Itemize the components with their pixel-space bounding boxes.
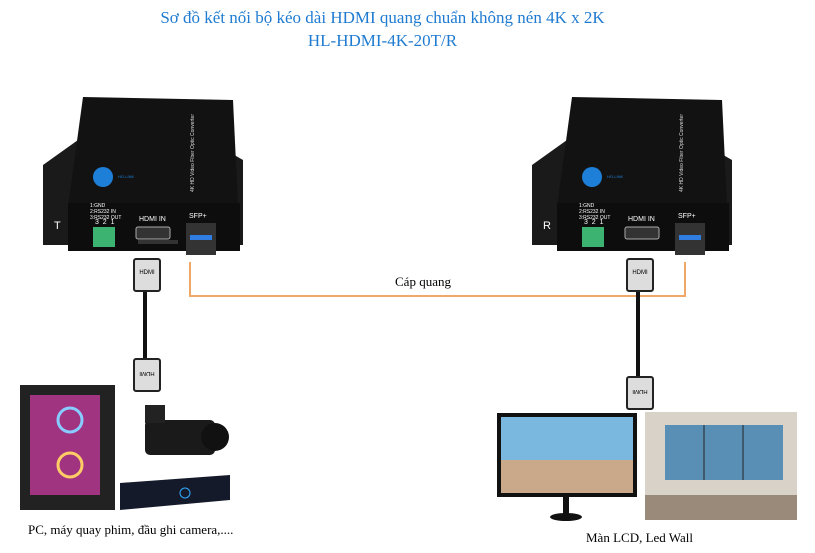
source-caption: PC, máy quay phim, đầu ghi camera,.... — [28, 522, 234, 537]
dvr-recorder-icon — [120, 475, 230, 510]
fiber-cable — [189, 262, 686, 297]
brand-logo-text: HO-LINK — [118, 174, 135, 179]
side-label: T — [54, 220, 61, 232]
display-devices-image — [497, 412, 797, 521]
device-top-text: 4K HD Video Fiber Optic Converter — [190, 114, 196, 192]
lcd-monitor-icon — [497, 413, 637, 521]
pin-labels: 1:GND 2:RS232 IN 3:RS232 OUT — [90, 203, 122, 221]
hdmi-plug-icon: HDMI — [626, 376, 654, 410]
sfp-port: SFP+ — [678, 213, 696, 220]
hdmi-plug-label: HDMI — [139, 270, 155, 276]
pin-numbers: 3 2 1 — [95, 219, 115, 226]
display-caption: Màn LCD, Led Wall — [586, 530, 694, 545]
hdmi-plug-icon: HDMI — [133, 258, 161, 292]
device-top-text: 4K HD Video Fiber Optic Converter — [679, 114, 685, 192]
hdmi-in-port: HDMI IN — [139, 216, 166, 223]
hdmi-plug-label: HDMI — [632, 388, 648, 394]
diagram-title: Sơ đồ kết nối bộ kéo dài HDMI quang chuẩ… — [160, 8, 605, 27]
pin-numbers: 3 2 1 — [584, 219, 604, 226]
transmitter-device: 4K HD Video Fiber Optic Converter T 1:GN… — [38, 95, 248, 255]
pc-case-icon — [20, 385, 115, 510]
receiver-device: 4K HD Video Fiber Optic Converter R 1:GN… — [527, 95, 737, 255]
source-devices-image — [20, 385, 230, 510]
model-title: HL-HDMI-4K-20T/R — [307, 31, 458, 50]
sfp-port: SFP+ — [189, 213, 207, 220]
brand-logo-text: HO-LINK — [607, 174, 624, 179]
hdmi-plug-icon: HDMI — [626, 258, 654, 292]
pin-labels: 1:GND 2:RS232 IN 3:RS232 OUT — [579, 203, 611, 221]
side-label: R — [543, 220, 551, 232]
hdmi-in-port: HDMI IN — [628, 216, 655, 223]
hdmi-plug-label: HDMI — [632, 270, 648, 276]
hdmi-plug-icon: HDMI — [133, 358, 161, 392]
fiber-label: Cáp quang — [395, 274, 451, 289]
led-wall-icon — [645, 412, 797, 520]
video-camera-icon — [145, 405, 229, 455]
